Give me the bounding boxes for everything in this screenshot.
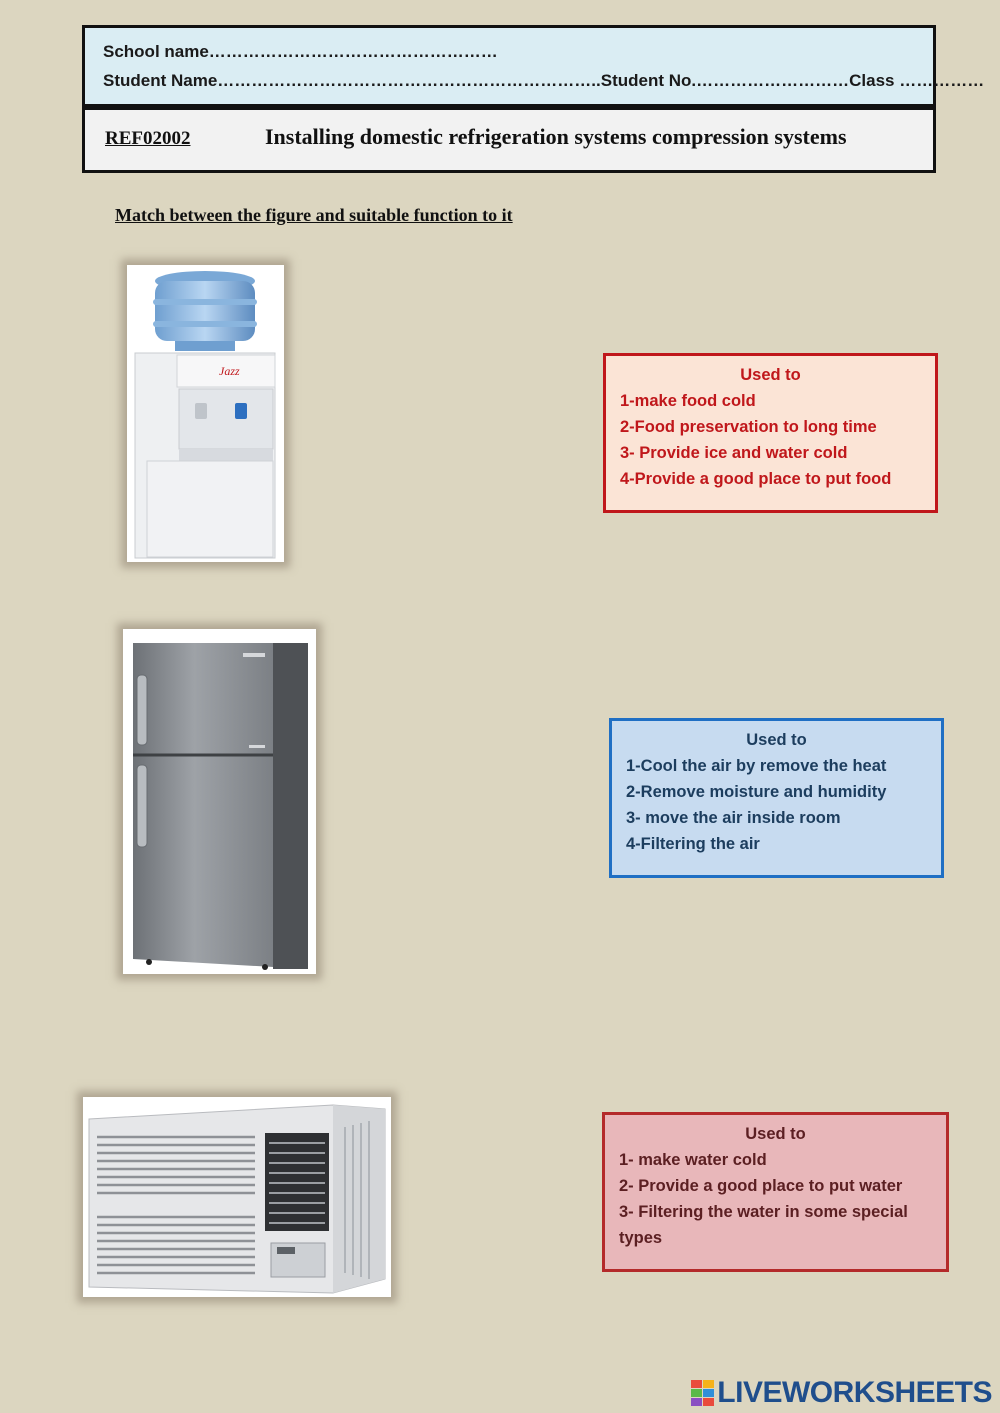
course-title: Installing domestic refrigeration system… [265,124,847,149]
brand-name: LIVEWORKSHEETS [717,1376,992,1409]
liveworksheets-logo-icon [691,1380,715,1406]
student-info-header: School name…………………………………………… Student Nam… [82,25,984,107]
card-item: 3- move the air inside room [626,809,841,827]
card-title: Used to [745,1125,806,1143]
svg-text:Jazz: Jazz [219,364,240,378]
function-card-1[interactable]: Used to 1-make food cold 2-Food preserva… [603,353,938,513]
window-air-conditioner-figure[interactable] [83,1097,391,1297]
card-item: 2- Provide a good place to put water [619,1177,903,1195]
card-item: 3- Filtering the water in some special t… [619,1203,908,1247]
window-air-conditioner-icon [83,1097,391,1297]
card-item: 1-Cool the air by remove the heat [626,757,887,775]
card-item: 1- make water cold [619,1151,767,1169]
card-item: 2-Food preservation to long time [620,418,877,436]
card-item: 4-Filtering the air [626,835,760,853]
course-header: REF02002 Installing domestic refrigerati… [82,107,936,173]
instruction-text: Match between the figure and suitable fu… [115,205,513,225]
card-title: Used to [746,731,807,749]
refrigerator-icon [123,629,316,974]
school-name-line: School name…………………………………………… [103,42,498,61]
card-item: 3- Provide ice and water cold [620,444,848,462]
function-card-3[interactable]: Used to 1- make water cold 2- Provide a … [602,1112,949,1272]
card-item: 4-Provide a good place to put food [620,470,892,488]
card-item: 2-Remove moisture and humidity [626,783,887,801]
refrigerator-figure[interactable] [123,629,316,974]
card-item: 1-make food cold [620,392,756,410]
card-title: Used to [740,366,801,384]
water-dispenser-figure[interactable]: Jazz [127,265,284,562]
function-card-2[interactable]: Used to 1-Cool the air by remove the hea… [609,718,944,878]
water-dispenser-icon: Jazz [127,265,284,562]
course-code: REF02002 [105,128,191,149]
liveworksheets-brand[interactable]: LIVEWORKSHEETS [691,1376,992,1410]
student-name-line: Student Name…………………………………………………………..Stud… [103,71,985,90]
